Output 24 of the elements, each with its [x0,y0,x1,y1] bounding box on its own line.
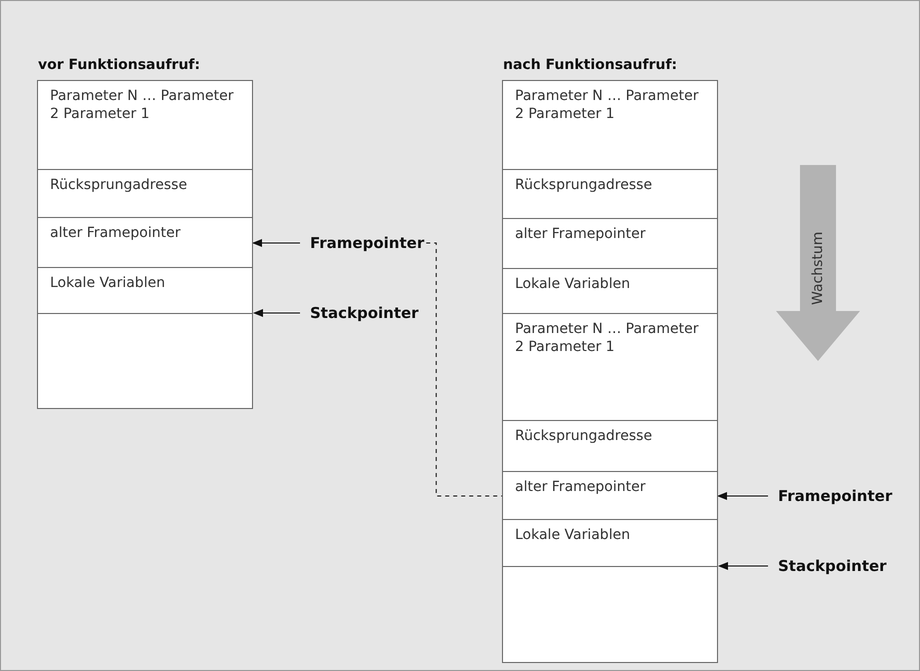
pointer-arrow [253,309,300,317]
stack-cell: Parameter N … Parameter 2 Parameter 1 [503,314,717,421]
pointer-arrow [717,492,768,500]
growth-arrow: Wachstum [776,165,860,361]
stack-cell: alter Framepointer [503,472,717,520]
stack-cell: Rücksprungadresse [503,170,717,219]
stack-heading: vor Funktionsaufruf: [38,57,200,73]
stack-cell: Parameter N … Parameter 2 Parameter 1 [38,81,252,170]
stack-cell: Rücksprungadresse [38,170,252,218]
pointer-label: Stackpointer [776,555,889,577]
stack-cell: alter Framepointer [503,219,717,269]
stack-heading: nach Funktionsaufruf: [503,57,678,73]
stack-cell: alter Framepointer [38,218,252,268]
stack-cell: Lokale Variablen [38,268,252,314]
stack-cell: Rücksprungadresse [503,421,717,472]
stack-cell: Parameter N … Parameter 2 Parameter 1 [503,81,717,170]
pointer-arrow [252,239,300,247]
pointer-label: Stackpointer [308,302,421,324]
pointer-label: Framepointer [776,485,894,507]
pointer-label: Framepointer [308,232,426,254]
pointer-arrow [718,562,768,570]
stack-cell: Lokale Variablen [503,269,717,314]
dashed-connector [426,242,504,496]
stack-cell: Lokale Variablen [503,520,717,567]
